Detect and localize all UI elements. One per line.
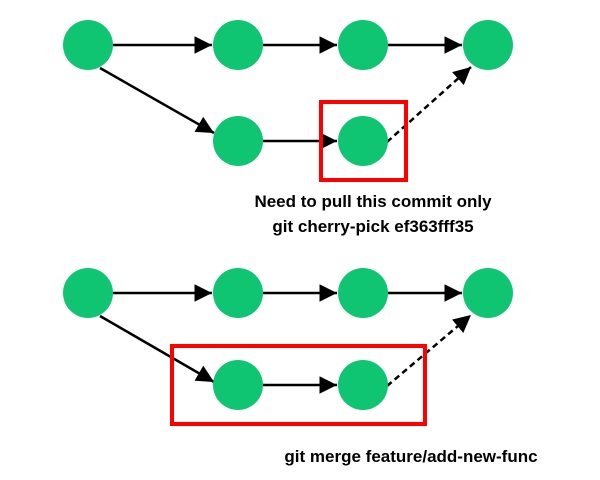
commit-node [63,20,113,70]
commit-node [213,20,263,70]
commit-node [338,116,388,166]
commit-node [63,268,113,318]
bottom-diagram: git merge feature/add-new-func [63,268,538,466]
caption-line-2: git cherry-pick ef363fff35 [272,217,473,236]
commit-node [338,360,388,410]
commit-node [213,360,263,410]
dashed-edge [386,66,472,143]
commit-node [463,268,513,318]
commit-node [213,268,263,318]
merge-caption: git merge feature/add-new-func [284,447,537,466]
highlight-box [319,100,408,182]
commit-node [338,20,388,70]
highlight-box [170,344,427,426]
commit-node [213,116,263,166]
dashed-edge [386,314,472,387]
caption-line-1: Need to pull this commit only [254,192,492,211]
commit-node [338,268,388,318]
edge [99,66,215,135]
top-diagram: Need to pull this commit only git cherry… [63,20,513,236]
commit-node [463,20,513,70]
edge [99,314,215,384]
